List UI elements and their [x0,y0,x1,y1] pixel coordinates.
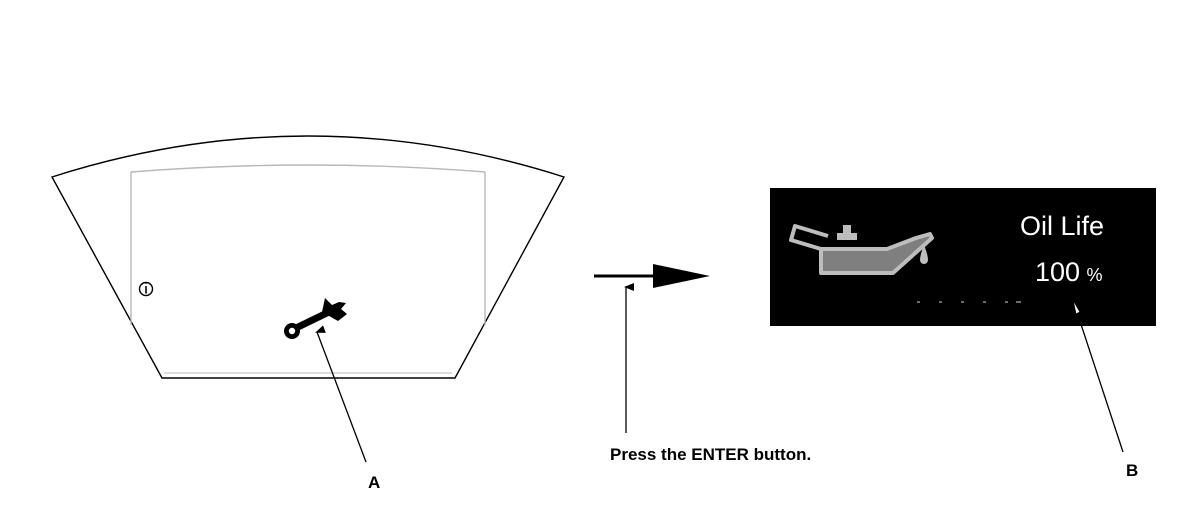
oil-life-readout: 100 % [1035,257,1103,287]
oil-life-title: Oil Life [1020,211,1104,241]
instrument-cluster [50,135,566,379]
info-icon [138,281,154,297]
oil-life-value: 100 [1035,257,1080,287]
callout-b-label: B [1126,461,1138,480]
wrench-icon [284,298,347,339]
cluster-outline [50,135,566,379]
oil-life-display: Oil Life 100 % [770,188,1156,326]
oil-life-gauge [917,301,1021,303]
oil-can-icon [789,224,934,275]
cluster-inner-screen [130,164,486,325]
callout-b-arrowhead-outline [1072,299,1081,315]
transition-arrow [594,264,710,288]
callout-a-leader [315,325,367,463]
callout-a-label: A [368,473,380,492]
instruction-text: Press the ENTER button. [610,445,811,464]
callout-b-leader [1071,293,1124,453]
oil-life-unit: % [1087,265,1103,285]
